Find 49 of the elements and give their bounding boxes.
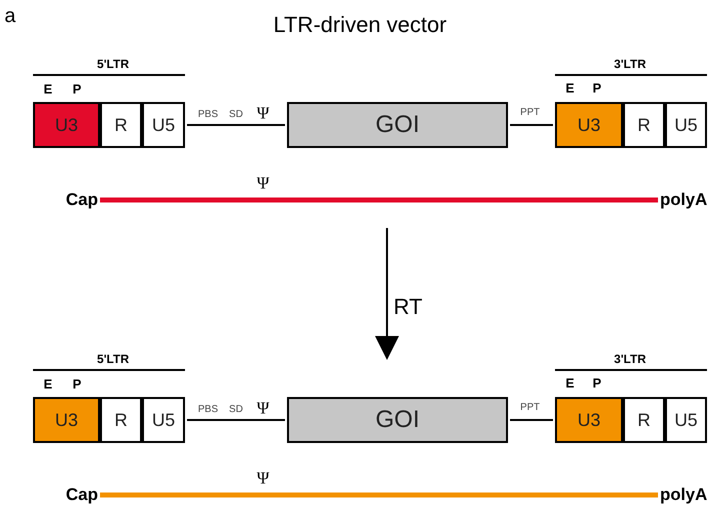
backbone-line: [187, 124, 285, 126]
diagram-title: LTR-driven vector: [272, 11, 448, 39]
region-label: 3'LTR: [614, 58, 646, 70]
site-label: SD: [229, 405, 243, 415]
transcript-line: [100, 198, 658, 202]
psi-label: Ψ: [256, 104, 270, 122]
psi-label: Ψ: [256, 470, 270, 486]
end-label: Cap: [40, 188, 98, 212]
ltr-segment-box: U3: [555, 397, 623, 443]
ltr-segment-box: R: [623, 102, 665, 148]
region-label: 5'LTR: [97, 58, 129, 70]
panel-letter: a: [4, 6, 16, 26]
ltr-segment-box: R: [623, 397, 665, 443]
step-label: RT: [394, 296, 422, 318]
ltr-segment-box: U5: [142, 397, 185, 443]
gene-box: GOI: [287, 397, 508, 443]
site-label: PPT: [520, 403, 540, 413]
site-label: PBS: [198, 405, 218, 415]
transcript-line: [100, 492, 658, 498]
backbone-line: [187, 419, 285, 421]
element-label: E: [566, 82, 574, 94]
site-label: PBS: [198, 110, 218, 120]
element-label: P: [72, 378, 82, 390]
end-label: polyA: [660, 188, 720, 212]
ltr-segment-box: U5: [665, 102, 707, 148]
ltr-segment-box: U3: [33, 102, 100, 148]
ltr-segment-box: U5: [142, 102, 185, 148]
end-label: Cap: [40, 483, 98, 507]
ltr-segment-box: R: [100, 397, 142, 443]
gene-box: GOI: [287, 102, 508, 148]
ltr-segment-box: U3: [33, 397, 100, 443]
psi-label: Ψ: [256, 400, 270, 416]
psi-label: Ψ: [256, 174, 270, 192]
ltr-segment-box: U5: [665, 397, 707, 443]
site-label: PPT: [520, 108, 540, 118]
backbone-line: [510, 419, 553, 421]
element-label: E: [44, 378, 52, 390]
end-label: polyA: [660, 483, 720, 507]
element-label: P: [72, 82, 82, 96]
region-label: 3'LTR: [614, 353, 646, 365]
backbone-line: [510, 124, 553, 126]
ltr-segment-box: U3: [555, 102, 623, 148]
element-label: E: [566, 376, 574, 390]
element-label: P: [592, 82, 602, 94]
element-label: E: [44, 82, 52, 96]
element-label: P: [592, 376, 602, 390]
ltr-segment-box: R: [100, 102, 142, 148]
site-label: SD: [229, 110, 243, 120]
region-label: 5'LTR: [97, 353, 129, 365]
